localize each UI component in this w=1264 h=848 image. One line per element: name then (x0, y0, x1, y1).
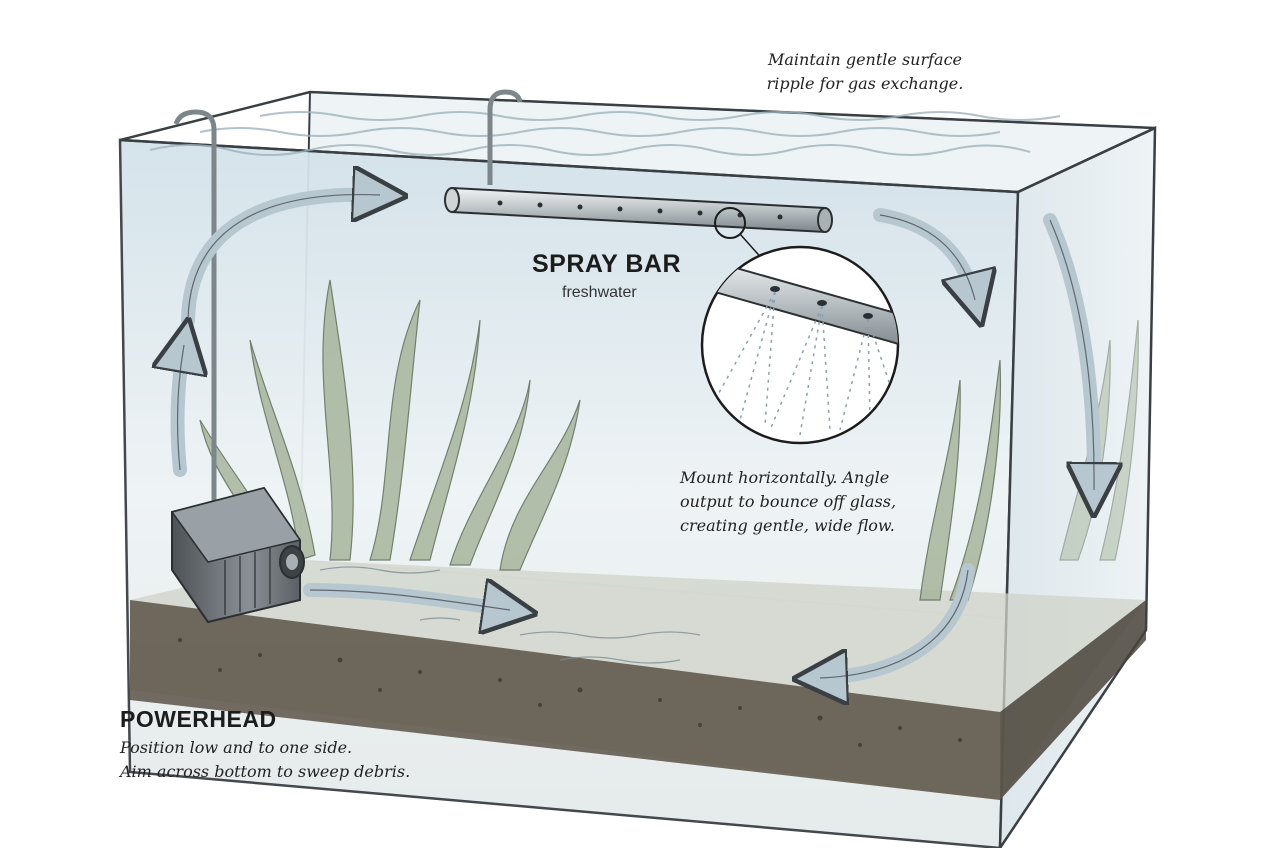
zoom-marker-circle (714, 207, 746, 239)
powerhead-title: POWERHEAD (120, 706, 277, 732)
substrate (130, 560, 1146, 800)
powerhead-note-line-1: Position low and to one side. (120, 738, 353, 757)
surface-note-line-2: ripple for gas exchange. (766, 74, 964, 93)
spray-bar-subtitle: freshwater (562, 284, 637, 301)
mount-note-line-3: creating gentle, wide flow. (680, 516, 895, 535)
powerhead-icon (170, 486, 305, 624)
powerhead-note: Position low and to one side. Aim across… (120, 736, 520, 784)
debris-flow-lines (319, 566, 701, 664)
surface-ripple-note: Maintain gentle surface ripple for gas e… (720, 48, 1010, 96)
substrate-side (1000, 600, 1146, 800)
spray-bar-icon (444, 186, 833, 263)
intake-tube (173, 109, 217, 520)
water-surface-ripples (149, 111, 1061, 156)
mount-note: Mount horizontally. Angle output to boun… (680, 466, 950, 538)
powerhead-assembly (170, 89, 523, 624)
substrate-front (130, 600, 1000, 800)
return-tube (487, 89, 523, 185)
spray-bar-title: SPRAY BAR (532, 250, 681, 278)
mount-note-line-1: Mount horizontally. Angle (680, 468, 890, 487)
powerhead-note-line-2: Aim across bottom to sweep debris. (120, 762, 411, 781)
tank-top-rim (119, 90, 1156, 194)
spray-nozzle-zoom-inset (700, 245, 900, 445)
flow-arrow-outlines (176, 193, 1095, 679)
mount-note-line-2: output to bounce off glass, (680, 492, 897, 511)
surface-note-line-1: Maintain gentle surface (768, 50, 962, 69)
